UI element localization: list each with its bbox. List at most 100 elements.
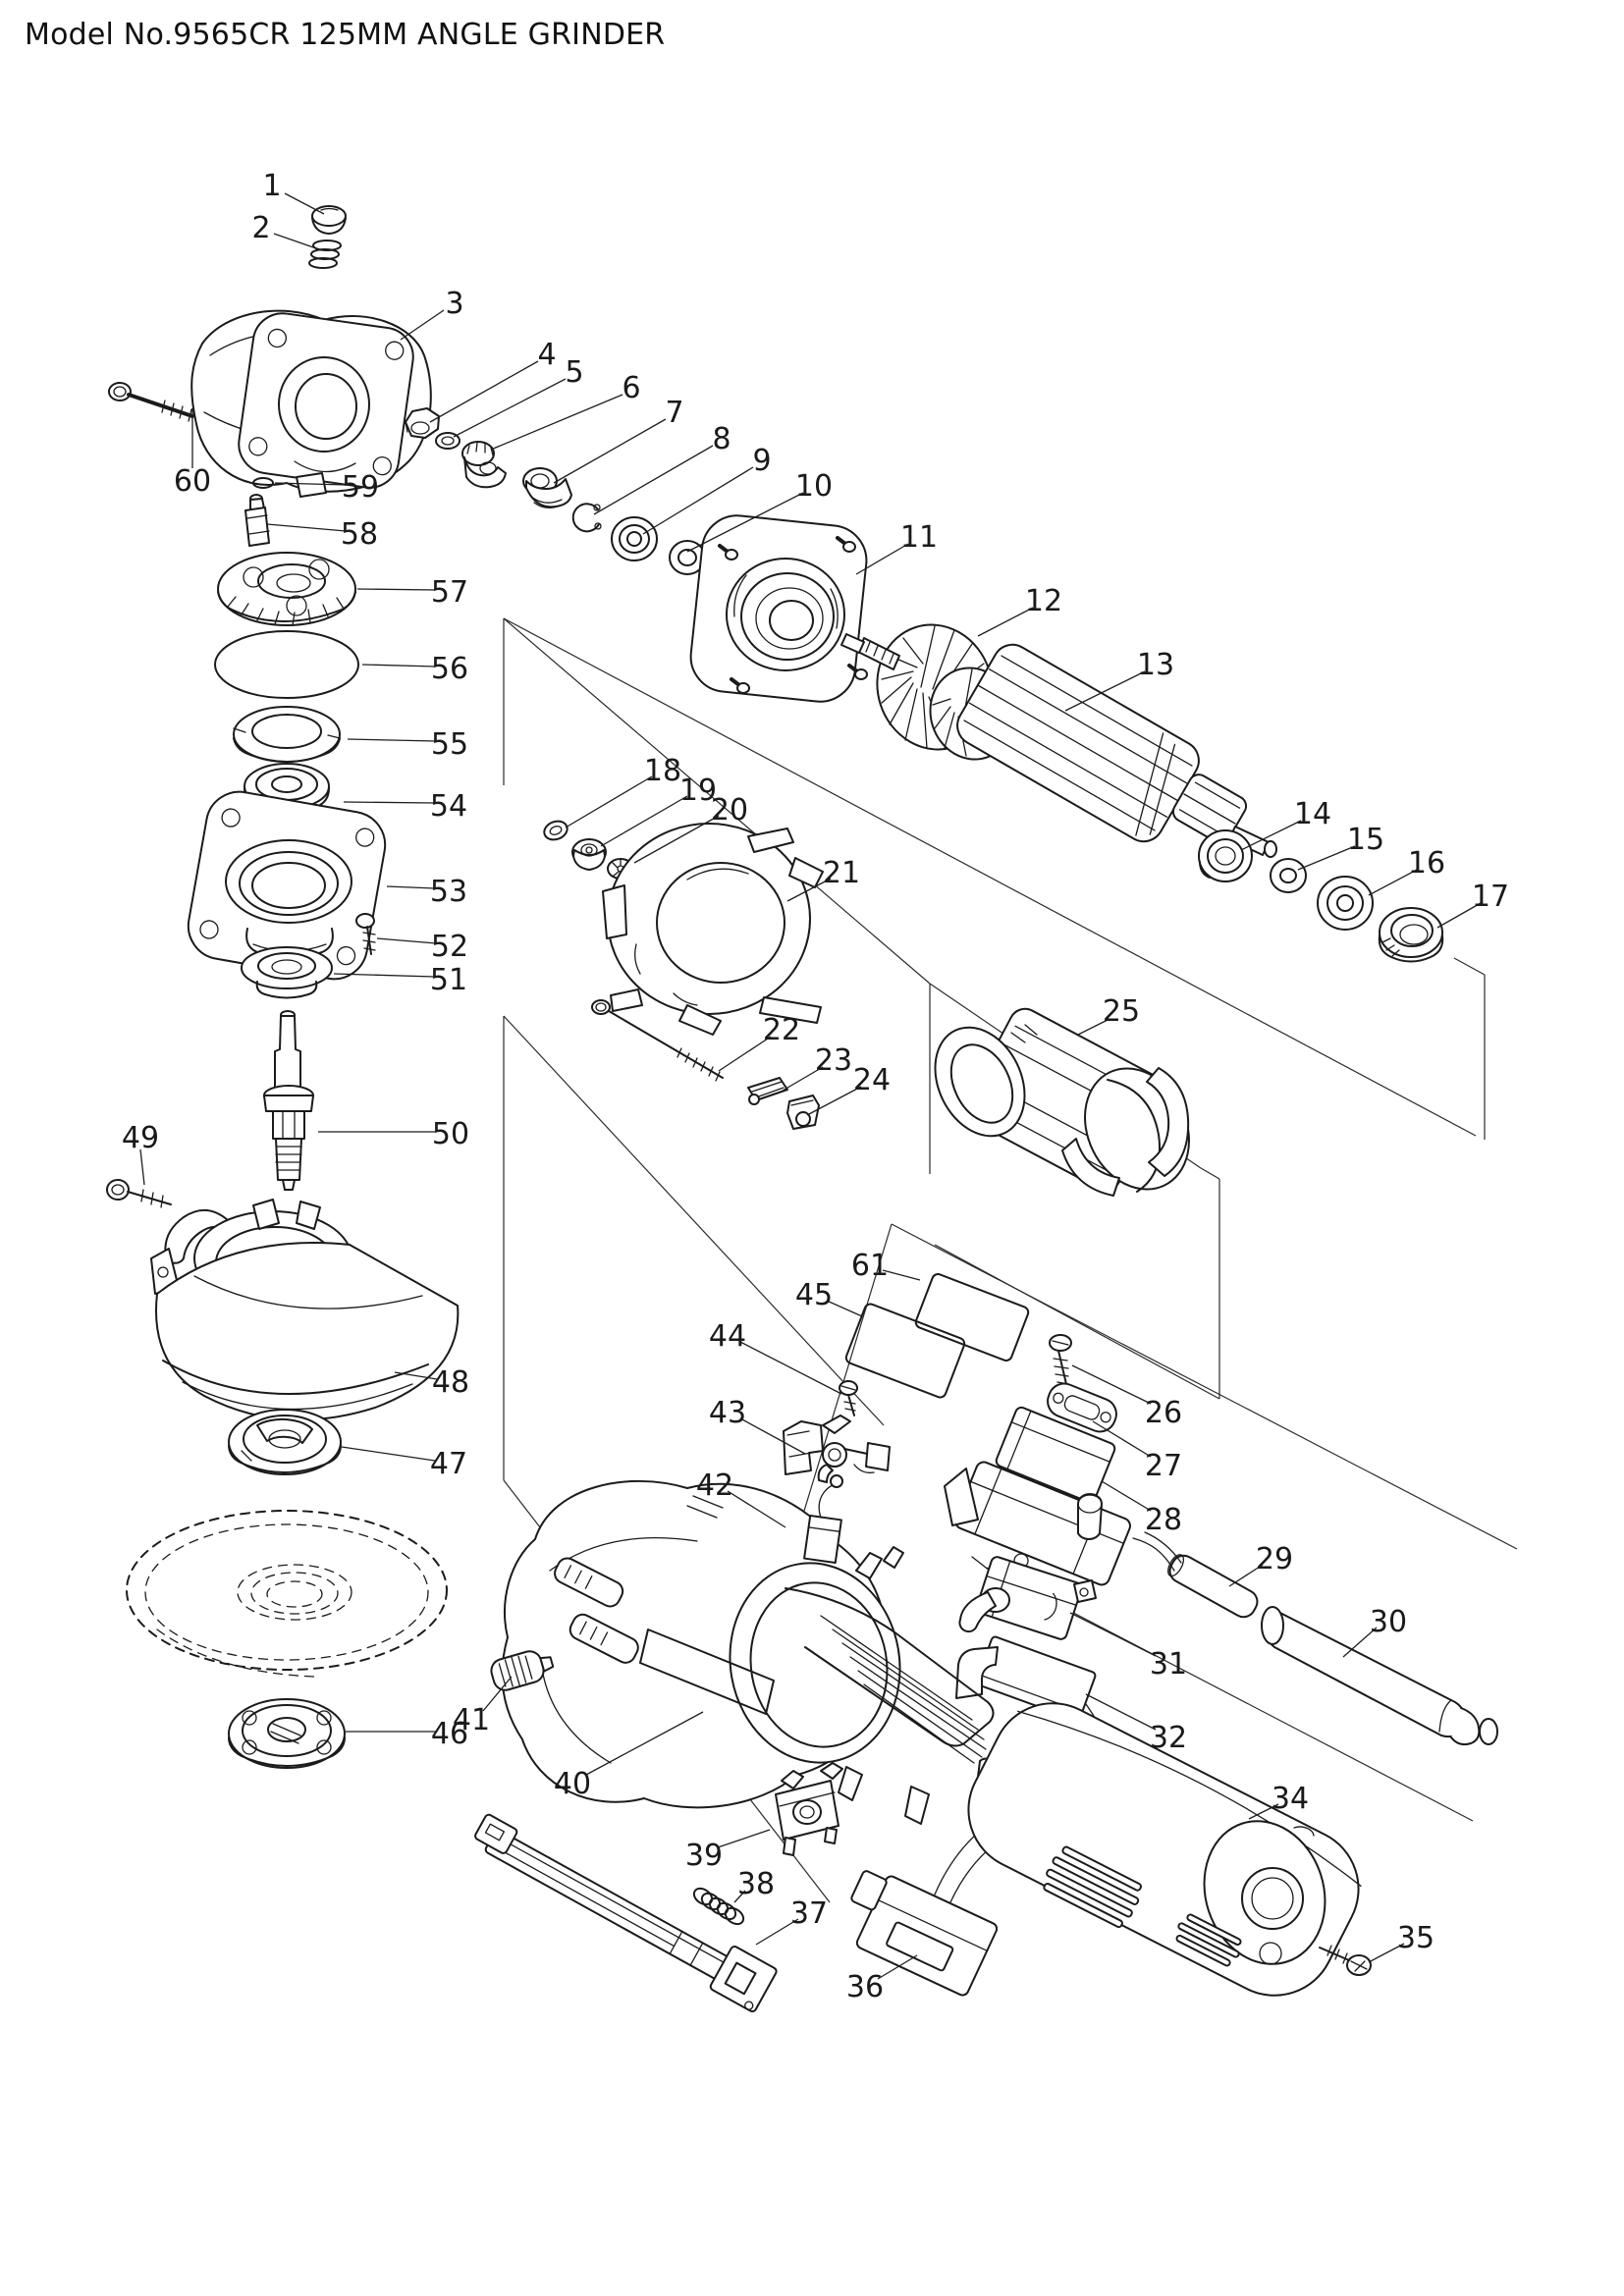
leader-line-36 bbox=[877, 1954, 918, 1980]
leader-line-53 bbox=[386, 885, 436, 889]
part-label-10: 10 bbox=[795, 469, 833, 504]
leader-line-11 bbox=[855, 543, 909, 575]
part-label-55: 55 bbox=[431, 727, 468, 762]
retaining-ring-part-8 bbox=[571, 503, 602, 533]
part-label-21: 21 bbox=[823, 856, 860, 890]
leader-line-59 bbox=[274, 482, 348, 486]
leader-line-8 bbox=[593, 445, 714, 515]
part-label-5: 5 bbox=[565, 355, 583, 390]
leader-line-39 bbox=[717, 1829, 771, 1848]
part-label-22: 22 bbox=[763, 1013, 800, 1047]
leader-line-23 bbox=[782, 1066, 824, 1092]
bearing-retainer-part-55 bbox=[233, 706, 341, 763]
grommet-part-19 bbox=[571, 838, 607, 871]
leader-line-51 bbox=[333, 973, 436, 978]
part-label-56: 56 bbox=[431, 652, 468, 686]
leader-line-22 bbox=[718, 1036, 772, 1072]
armature-part-13 bbox=[956, 643, 1277, 858]
leader-line-18 bbox=[565, 775, 653, 828]
part-label-2: 2 bbox=[251, 211, 270, 245]
part-label-39: 39 bbox=[685, 1839, 723, 1873]
part-label-14: 14 bbox=[1294, 797, 1331, 831]
screw-part-44 bbox=[839, 1380, 858, 1416]
part-label-48: 48 bbox=[432, 1365, 469, 1400]
hex-nut-part-4 bbox=[405, 407, 440, 439]
part-label-16: 16 bbox=[1408, 846, 1445, 881]
part-label-38: 38 bbox=[737, 1867, 775, 1901]
part-label-61: 61 bbox=[851, 1249, 889, 1283]
leader-line-42 bbox=[727, 1490, 786, 1528]
controller-part-28 bbox=[944, 1406, 1131, 1586]
pinion-gear-part-6 bbox=[461, 441, 507, 489]
lock-button-part-41 bbox=[490, 1650, 555, 1691]
leader-line-1 bbox=[284, 192, 325, 215]
part-label-17: 17 bbox=[1472, 880, 1509, 914]
leader-line-57 bbox=[356, 588, 437, 591]
part-label-57: 57 bbox=[431, 575, 468, 610]
construction-line bbox=[503, 617, 1477, 1137]
leader-line-21 bbox=[786, 878, 832, 902]
long-screw-part-22 bbox=[591, 999, 724, 1082]
bearing-box-part-11 bbox=[689, 514, 868, 703]
pin-part-58 bbox=[244, 494, 270, 547]
part-label-45: 45 bbox=[795, 1278, 833, 1312]
leader-line-35 bbox=[1368, 1943, 1405, 1963]
part-label-34: 34 bbox=[1272, 1782, 1309, 1816]
pan-head-screw-part-52 bbox=[355, 913, 376, 955]
part-label-59: 59 bbox=[342, 470, 379, 505]
construction-line bbox=[934, 1244, 1220, 1400]
leader-line-10 bbox=[686, 492, 804, 553]
leader-line-43 bbox=[739, 1417, 806, 1455]
sleeve-part-29 bbox=[1132, 1531, 1259, 1619]
part-label-3: 3 bbox=[445, 287, 463, 321]
clip-part-24 bbox=[786, 1095, 820, 1130]
part-label-19: 19 bbox=[679, 774, 717, 808]
part-label-49: 49 bbox=[122, 1121, 159, 1155]
part-label-42: 42 bbox=[696, 1468, 733, 1503]
leader-line-37 bbox=[755, 1918, 799, 1946]
construction-line bbox=[1453, 957, 1486, 976]
construction-line bbox=[1200, 1167, 1220, 1180]
leader-line-41 bbox=[482, 1676, 513, 1712]
part-label-36: 36 bbox=[846, 1970, 884, 2004]
flat-washer-part-15 bbox=[1270, 858, 1307, 893]
leader-line-7 bbox=[553, 418, 667, 484]
part-label-24: 24 bbox=[853, 1063, 891, 1097]
part-label-30: 30 bbox=[1370, 1605, 1407, 1639]
part-label-4: 4 bbox=[537, 338, 556, 372]
leader-line-27 bbox=[1092, 1420, 1152, 1458]
label-plate-part-61 bbox=[914, 1273, 1030, 1362]
construction-line bbox=[503, 1015, 885, 1426]
leader-line-31 bbox=[1069, 1612, 1157, 1657]
leader-line-24 bbox=[806, 1086, 862, 1116]
part-label-18: 18 bbox=[644, 754, 681, 788]
part-label-60: 60 bbox=[174, 464, 211, 499]
part-label-54: 54 bbox=[430, 789, 467, 824]
leader-line-45 bbox=[826, 1300, 863, 1317]
leader-line-17 bbox=[1436, 902, 1482, 929]
leader-line-9 bbox=[642, 466, 754, 535]
leader-line-15 bbox=[1297, 845, 1356, 871]
gear-housing-part-3 bbox=[190, 309, 432, 498]
leader-line-6 bbox=[490, 394, 623, 451]
leader-line-54 bbox=[343, 801, 436, 804]
bearing-retainer-cap-part-1 bbox=[311, 205, 347, 235]
ball-bearing-part-16 bbox=[1317, 876, 1374, 931]
o-ring-part-59 bbox=[252, 477, 274, 489]
leader-line-28 bbox=[1101, 1480, 1152, 1512]
page-title: Model No.9565CR 125MM ANGLE GRINDER bbox=[25, 18, 666, 52]
field-coil-part-25 bbox=[934, 1007, 1190, 1197]
leader-line-48 bbox=[394, 1371, 438, 1380]
leader-line-25 bbox=[1077, 1018, 1110, 1036]
ring-part-18 bbox=[543, 820, 568, 841]
leader-line-2 bbox=[273, 233, 317, 249]
insulation-washer-part-14 bbox=[1198, 829, 1253, 882]
part-label-52: 52 bbox=[431, 930, 468, 964]
leader-line-40 bbox=[585, 1711, 704, 1776]
grinding-wheel-dashed bbox=[126, 1510, 448, 1678]
part-label-15: 15 bbox=[1347, 823, 1384, 857]
part-label-50: 50 bbox=[432, 1117, 469, 1151]
part-label-37: 37 bbox=[790, 1896, 828, 1931]
leader-line-5 bbox=[453, 378, 567, 438]
